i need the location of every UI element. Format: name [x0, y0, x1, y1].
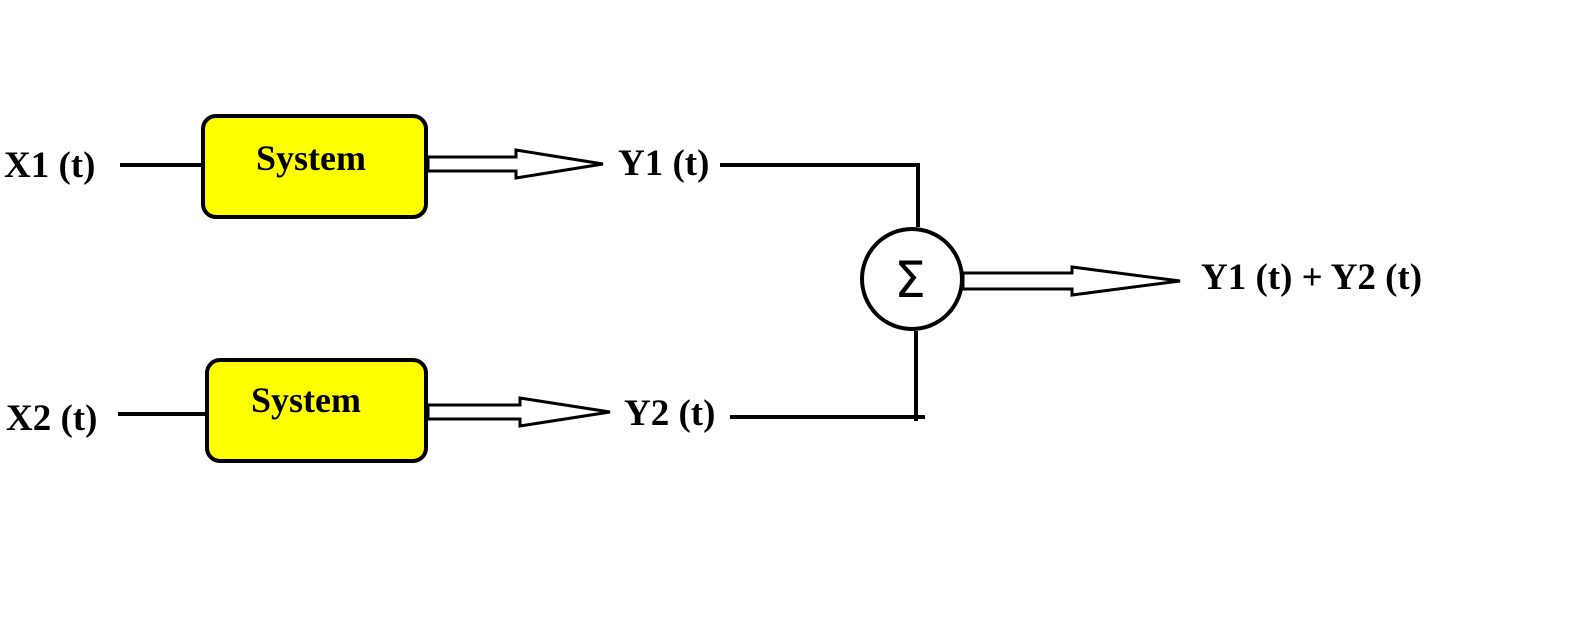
output-y1-label: Y1 (t) — [618, 143, 709, 184]
system-label-top: System — [256, 138, 366, 178]
sum-output-label: Y1 (t) + Y2 (t) — [1201, 257, 1422, 298]
system-box-bottom — [205, 358, 428, 463]
sum-output-arrow — [961, 265, 1181, 297]
input-x2-label: X2 (t) — [6, 398, 97, 439]
system-label-bottom: System — [251, 380, 361, 420]
input-x1-label: X1 (t) — [4, 145, 95, 186]
output-arrow-bottom — [426, 396, 611, 428]
output-y2-label: Y2 (t) — [624, 393, 715, 434]
system-box-top — [201, 114, 428, 219]
sigma-icon: Σ — [894, 251, 926, 309]
output-arrow-top — [426, 148, 604, 180]
y1-to-sum-wire — [720, 163, 920, 227]
